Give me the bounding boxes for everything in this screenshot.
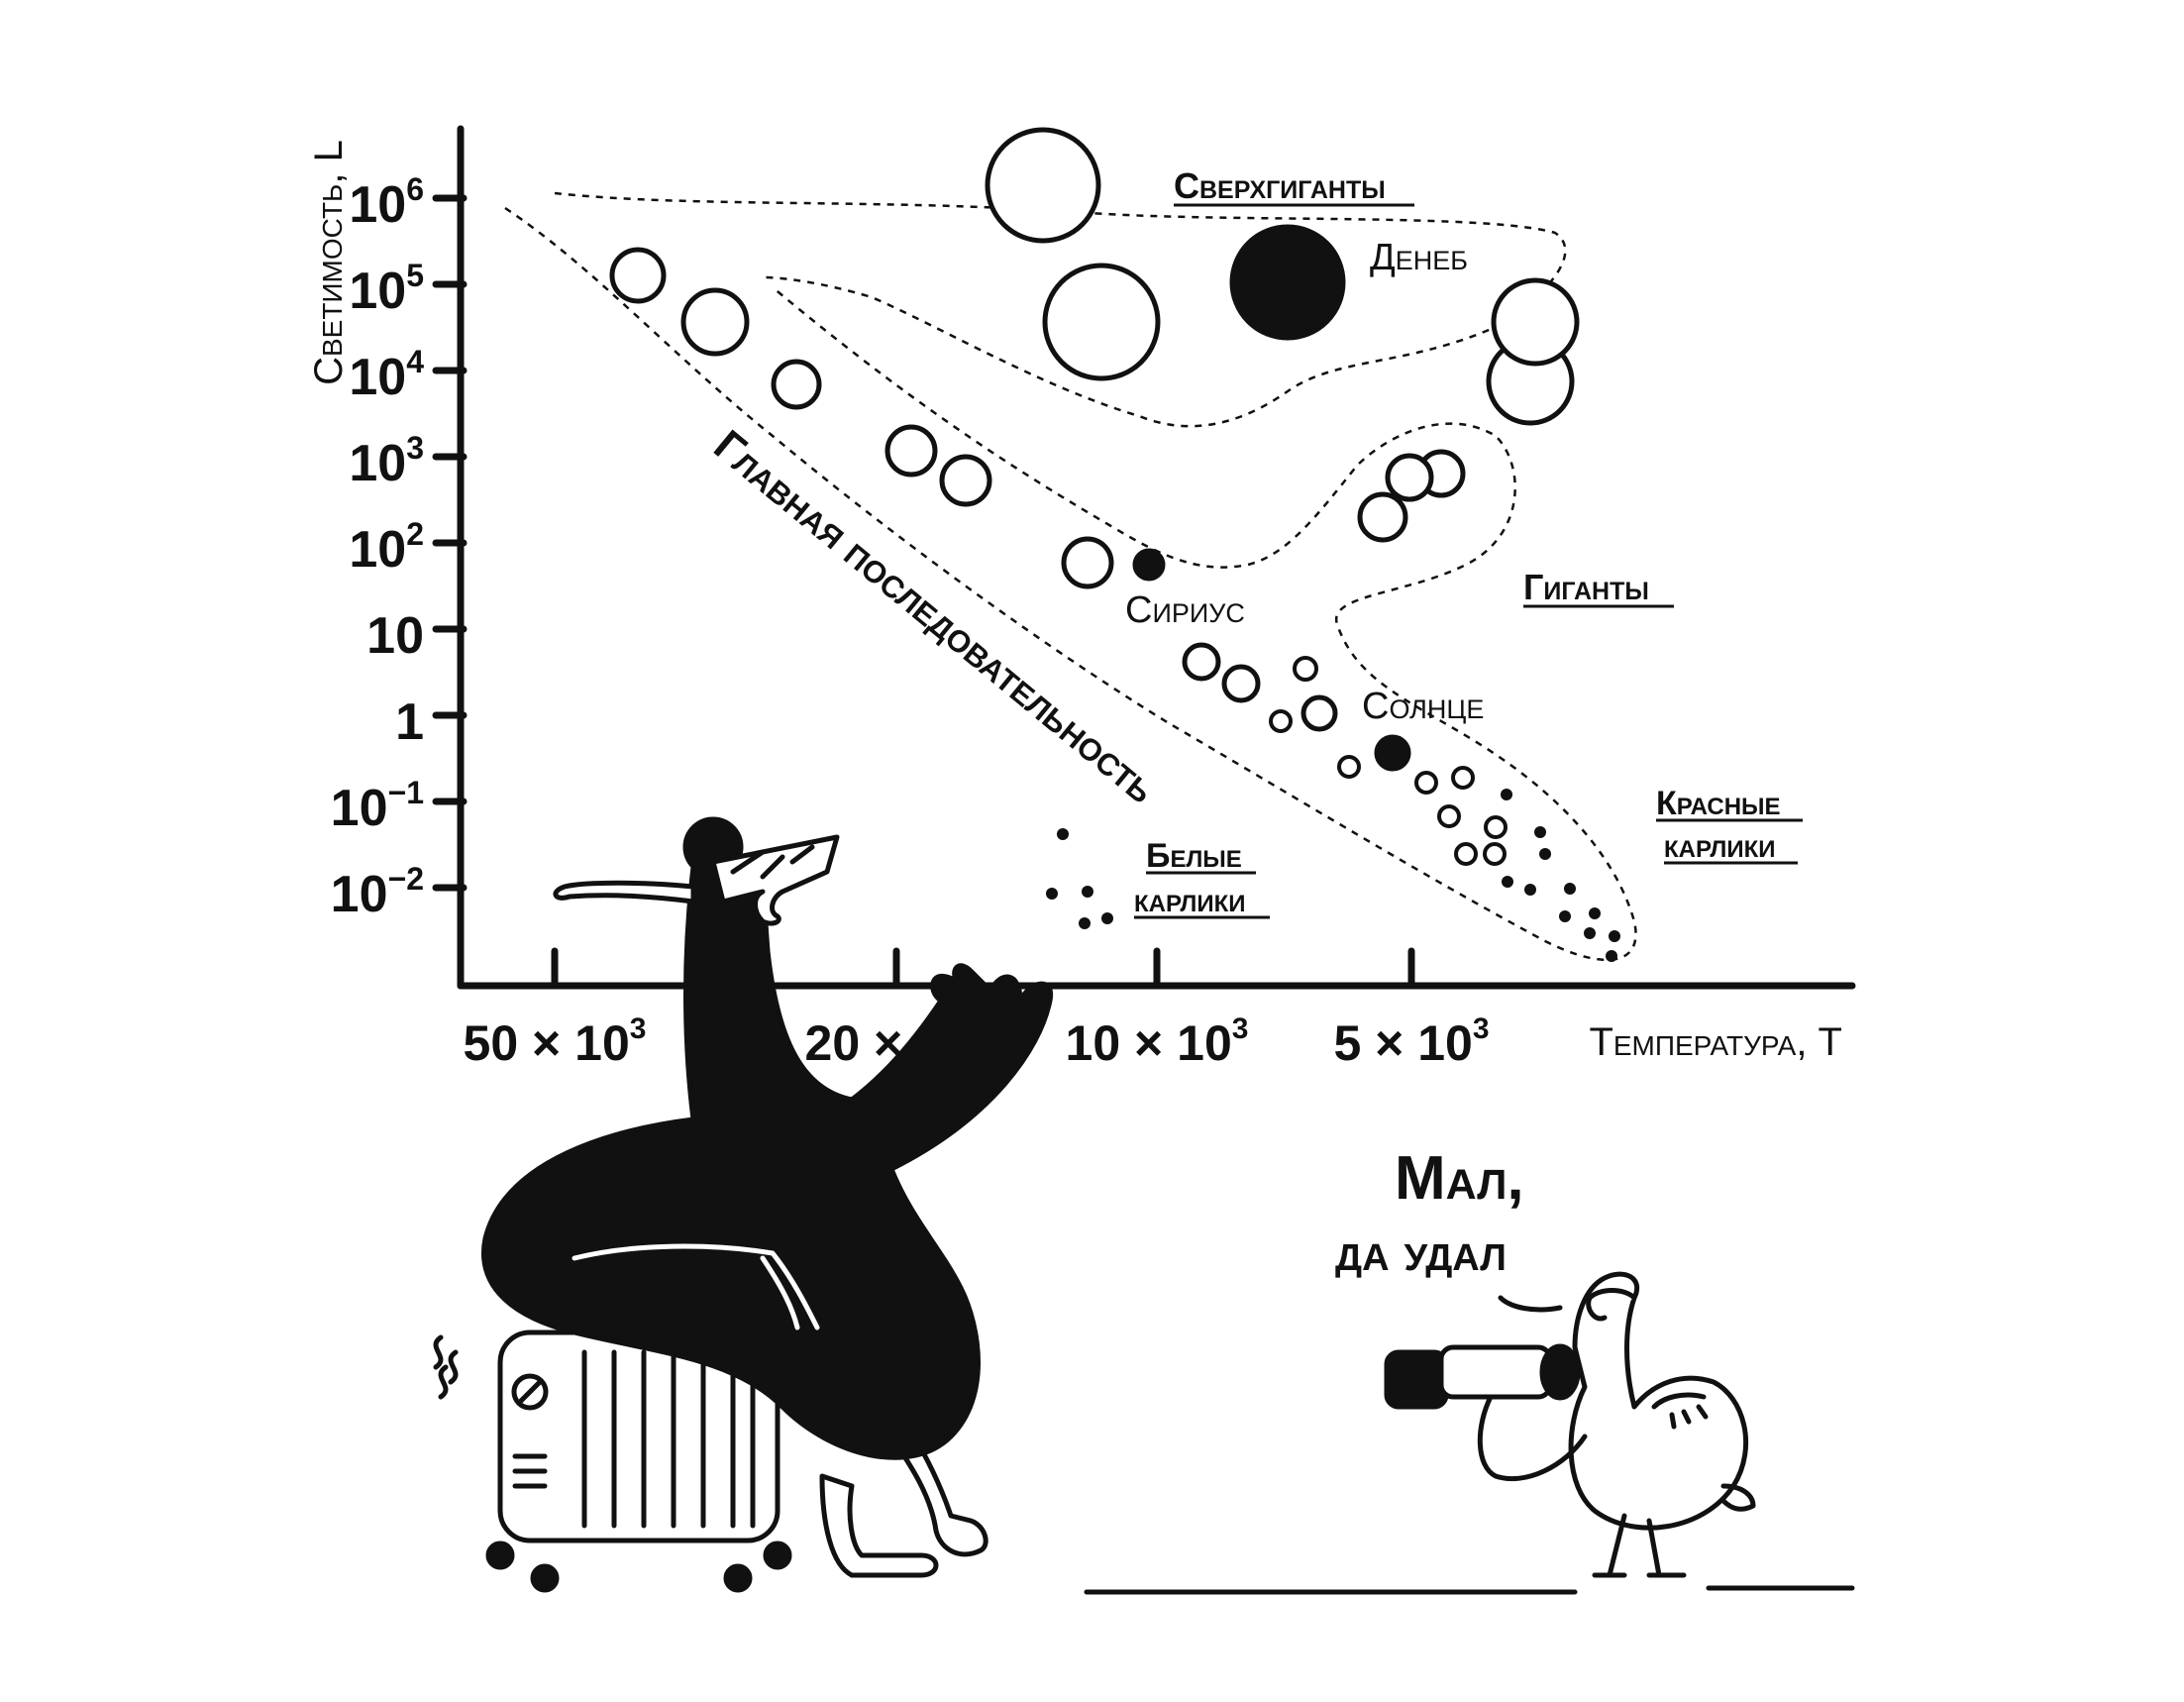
- star-deneb: [1229, 224, 1346, 341]
- y-tick-label-1e4: 104: [349, 344, 424, 406]
- star-main-sequence: [1293, 656, 1318, 682]
- y-tick-label-1: 1: [395, 693, 424, 751]
- star-main-sequence: [1061, 536, 1114, 589]
- label-red-dwarfs-line2: карлики: [1664, 827, 1775, 865]
- y-tick-label-10: 10: [366, 607, 424, 665]
- x-tick-marks: [551, 947, 1415, 990]
- star-main-sequence: [939, 454, 992, 507]
- star-main-sequence: [680, 287, 750, 357]
- label-white-dwarfs-line2: карлики: [1134, 882, 1245, 919]
- x-tick-label-10k: 10 × 103: [1066, 1012, 1249, 1071]
- binoculars-icon: [1384, 1349, 1449, 1410]
- y-tick-marks: [432, 194, 468, 892]
- x-tick-label-5k: 5 × 103: [1333, 1012, 1489, 1071]
- label-red-dwarfs-line1: Красные: [1656, 785, 1781, 822]
- star-main-sequence: [1337, 755, 1361, 779]
- y-tick-label-1e-2: 10−2: [331, 861, 424, 923]
- star-main-sequence: [884, 424, 938, 478]
- y-tick-label-1e6: 106: [349, 171, 424, 234]
- star-main-sequence: [1437, 804, 1461, 828]
- label-sun: Солнце: [1362, 686, 1484, 727]
- y-tick-label-1e2: 102: [349, 516, 424, 579]
- star-main-sequence: [1182, 642, 1221, 682]
- y-tick-label-1e-1: 10−1: [331, 775, 424, 837]
- label-deneb: Денеб: [1370, 237, 1468, 278]
- y-tick-labels: 106 105 104 103 102 10 1 10−1 10−2: [331, 171, 425, 923]
- stars: [609, 127, 1580, 866]
- star-main-sequence: [1454, 842, 1478, 866]
- y-axis-title: Светимость, L: [307, 140, 351, 385]
- star-main-sequence: [1221, 664, 1261, 703]
- label-white-dwarfs-line1: Белые: [1146, 837, 1242, 875]
- radiator-wheel: [763, 1541, 792, 1570]
- red-dwarf-dots: [1501, 789, 1620, 962]
- label-giants: Гиганты: [1523, 567, 1649, 607]
- star-giant: [1385, 453, 1434, 502]
- star-supergiant: [985, 127, 1101, 244]
- star-supergiant: [1042, 263, 1161, 381]
- star-main-sequence: [771, 359, 822, 410]
- heat-waves: [433, 1334, 459, 1400]
- speech-line-1: Мал,: [1395, 1144, 1524, 1213]
- white-dwarf-dots: [1046, 828, 1113, 929]
- y-tick-label-1e3: 103: [349, 430, 424, 492]
- radiator-wheel: [723, 1563, 753, 1593]
- radiator-wheel: [530, 1563, 560, 1593]
- star-supergiant: [1491, 277, 1580, 367]
- star-main-sequence: [1484, 815, 1508, 839]
- star-sun: [1374, 734, 1411, 772]
- label-supergiants: Сверхгиганты: [1174, 165, 1386, 206]
- speech-line-2: да удал: [1335, 1223, 1507, 1282]
- star-main-sequence: [1451, 766, 1475, 790]
- star-main-sequence: [1414, 771, 1438, 795]
- star-main-sequence: [1300, 694, 1338, 732]
- white-bird-illustration: [1384, 1271, 1756, 1578]
- star-sirius: [1132, 548, 1166, 582]
- x-tick-label-50k: 50 × 103: [464, 1012, 647, 1071]
- label-main-sequence: Главная последовательность: [705, 421, 1166, 812]
- ground-lines: [1084, 1585, 1855, 1595]
- star-giant: [1357, 491, 1408, 543]
- black-bird-illustration: [481, 816, 1054, 1578]
- radiator-wheel: [485, 1541, 515, 1570]
- star-main-sequence: [609, 247, 667, 304]
- x-axis-title: Температура, T: [1589, 1020, 1842, 1064]
- label-sirius: Сириус: [1125, 589, 1245, 631]
- y-tick-label-1e5: 105: [349, 258, 424, 320]
- star-main-sequence: [1483, 842, 1507, 866]
- star-main-sequence: [1269, 709, 1293, 733]
